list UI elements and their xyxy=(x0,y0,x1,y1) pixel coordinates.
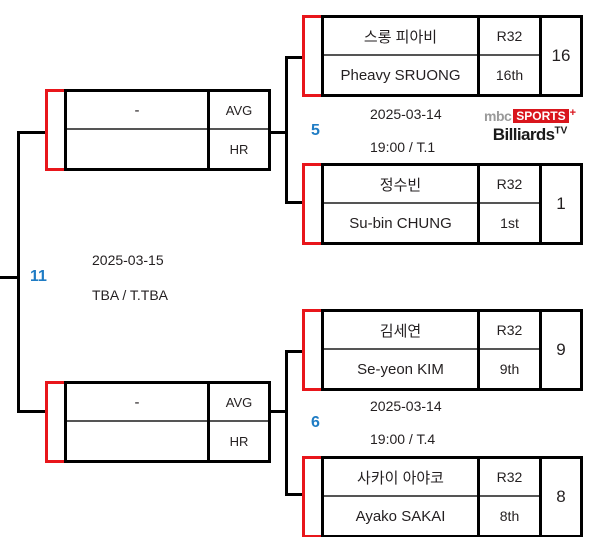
sports-plus-icon: + xyxy=(569,107,577,119)
player-round: R32 xyxy=(480,166,539,204)
match-card-qf6-p2[interactable]: 사카이 아야코 Ayako SAKAI R32 8th 8 xyxy=(321,456,583,537)
connector-qf5-bottom xyxy=(285,201,305,204)
match-marker-qf5-p1 xyxy=(302,15,324,97)
connector-qf6-vertical xyxy=(285,350,288,496)
player-name-en: Su-bin CHUNG xyxy=(349,214,452,232)
slot-marker-upper xyxy=(45,89,67,171)
slot-stat-hr: HR xyxy=(229,433,249,449)
slot-names-upper: - xyxy=(67,92,210,168)
player-seed: 16 xyxy=(551,46,571,65)
match-marker-qf6-p2 xyxy=(302,456,324,537)
match-marker-qf6-p1 xyxy=(302,309,324,391)
qf6-time: 19:00 / T.4 xyxy=(370,431,436,447)
match-card-qf5-p2[interactable]: 정수빈 Su-bin CHUNG R32 1st 1 xyxy=(321,163,583,245)
qf5-time: 19:00 / T.1 xyxy=(370,139,436,155)
slot-stat-hr: HR xyxy=(229,141,249,157)
player-names-qf5-p2: 정수빈 Su-bin CHUNG xyxy=(324,166,480,242)
connector-semifinal-top xyxy=(17,131,45,134)
slot-name-top: - xyxy=(67,384,207,422)
player-name-kr: 정수빈 xyxy=(324,166,477,204)
player-round: R32 xyxy=(480,312,539,350)
player-names-qf6-p1: 김세연 Se-yeon KIM xyxy=(324,312,480,388)
player-seed: 9 xyxy=(556,340,566,359)
connector-qf6-top xyxy=(285,350,305,353)
slot-marker-lower xyxy=(45,381,67,463)
slot-names-lower: - xyxy=(67,384,210,460)
qf5-match-number: 5 xyxy=(311,122,320,139)
slot-name-bottom xyxy=(67,130,207,168)
player-name-kr: 스롱 피아비 xyxy=(324,18,477,56)
connector-semifinal-bottom xyxy=(17,410,45,413)
player-name-en: Ayako SAKAI xyxy=(355,507,446,525)
slot-stats-lower: AVG HR xyxy=(210,384,268,460)
player-ranks-qf5-p1: R32 16th xyxy=(480,18,542,94)
player-round: R32 xyxy=(480,459,539,497)
player-names-qf5-p1: 스롱 피아비 Pheavy SRUONG xyxy=(324,18,480,94)
logo-row-mbc-sports: mbc SPORTS + xyxy=(484,108,576,123)
player-name-kr: 김세연 xyxy=(324,312,477,350)
semifinal-slot-upper[interactable]: - AVG HR xyxy=(64,89,271,171)
player-rank: 16th xyxy=(495,67,524,83)
semifinal-time: TBA / T.TBA xyxy=(92,287,168,303)
semifinal-match-number: 11 xyxy=(30,268,47,285)
semifinal-date: 2025-03-15 xyxy=(92,252,164,268)
billiards-wordmark: Billiards xyxy=(492,125,555,144)
semifinal-slot-lower[interactable]: - AVG HR xyxy=(64,381,271,463)
connector-semifinal-vertical xyxy=(17,131,20,413)
connector-qf5-out xyxy=(270,131,288,134)
player-name-en: Pheavy SRUONG xyxy=(340,66,461,84)
connector-semifinal-out xyxy=(0,276,20,279)
qf6-date: 2025-03-14 xyxy=(370,398,442,414)
player-rank: 8th xyxy=(499,508,520,524)
slot-stat-avg: AVG xyxy=(210,92,268,130)
qf6-match-number: 6 xyxy=(311,414,320,431)
player-seed: 1 xyxy=(556,194,566,213)
slot-stat-avg: AVG xyxy=(210,384,268,422)
slot-name-bottom xyxy=(67,422,207,460)
match-card-qf5-p1[interactable]: 스롱 피아비 Pheavy SRUONG R32 16th 16 xyxy=(321,15,583,97)
connector-qf5-top xyxy=(285,56,305,59)
match-card-qf6-p1[interactable]: 김세연 Se-yeon KIM R32 9th 9 xyxy=(321,309,583,391)
connector-qf6-out xyxy=(270,410,288,413)
player-ranks-qf6-p1: R32 9th xyxy=(480,312,542,388)
player-rank: 1st xyxy=(500,215,519,231)
player-rank: 9th xyxy=(499,361,520,377)
mbc-wordmark: mbc xyxy=(484,107,512,124)
broadcaster-logo: mbc SPORTS + BilliardsTV xyxy=(484,108,576,145)
logo-row-billiards: BilliardsTV xyxy=(484,125,576,145)
billiards-tv-superscript: TV xyxy=(554,125,568,137)
slot-stats-upper: AVG HR xyxy=(210,92,268,168)
player-name-kr: 사카이 아야코 xyxy=(324,459,477,497)
connector-qf5-vertical xyxy=(285,56,288,204)
qf5-date: 2025-03-14 xyxy=(370,106,442,122)
slot-name-top: - xyxy=(67,92,207,130)
connector-qf6-bottom xyxy=(285,493,305,496)
player-seed: 8 xyxy=(556,487,566,506)
sports-badge: SPORTS xyxy=(513,108,569,123)
player-ranks-qf5-p2: R32 1st xyxy=(480,166,542,242)
match-marker-qf5-p2 xyxy=(302,163,324,245)
player-ranks-qf6-p2: R32 8th xyxy=(480,459,542,535)
player-name-en: Se-yeon KIM xyxy=(357,360,444,378)
player-names-qf6-p2: 사카이 아야코 Ayako SAKAI xyxy=(324,459,480,535)
player-round: R32 xyxy=(480,18,539,56)
